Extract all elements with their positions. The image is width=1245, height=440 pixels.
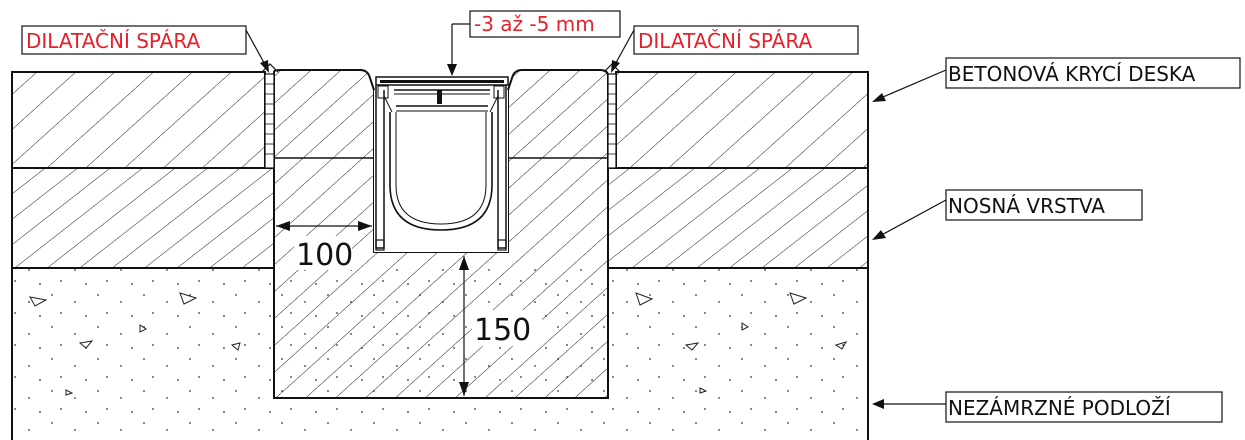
joint-callout-right: DILATAČNÍ SPÁRA — [611, 25, 859, 73]
expansion-joint-left — [261, 63, 279, 169]
cover-slab-callout: BETONOVÁ KRYCÍ DESKA — [872, 57, 1241, 102]
dimension-label-150: 150 — [474, 313, 531, 348]
frost-base-callout: NEZÁMRZNÉ PODLOŽÍ — [872, 391, 1223, 423]
base-layer-callout: NOSNÁ VRSTVA — [872, 189, 1143, 240]
dimension-bottom-depth: 150 — [459, 256, 542, 396]
drainage-channel — [374, 76, 509, 252]
joint-label-right: DILATAČNÍ SPÁRA — [638, 29, 812, 53]
cover-slab-label: BETONOVÁ KRYCÍ DESKA — [948, 62, 1196, 86]
cover-slab — [11, 71, 869, 169]
tolerance-callout: -3 až -5 mm — [447, 10, 621, 76]
joint-callout-left: DILATAČNÍ SPÁRA — [21, 25, 269, 73]
frost-base-label: NEZÁMRZNÉ PODLOŽÍ — [948, 396, 1171, 420]
dimension-label-100: 100 — [296, 238, 353, 273]
joint-label-left: DILATAČNÍ SPÁRA — [26, 29, 200, 53]
base-layer-label: NOSNÁ VRSTVA — [948, 194, 1105, 218]
dimension-side-width: 100 — [276, 221, 372, 273]
tolerance-label: -3 až -5 mm — [474, 12, 595, 36]
